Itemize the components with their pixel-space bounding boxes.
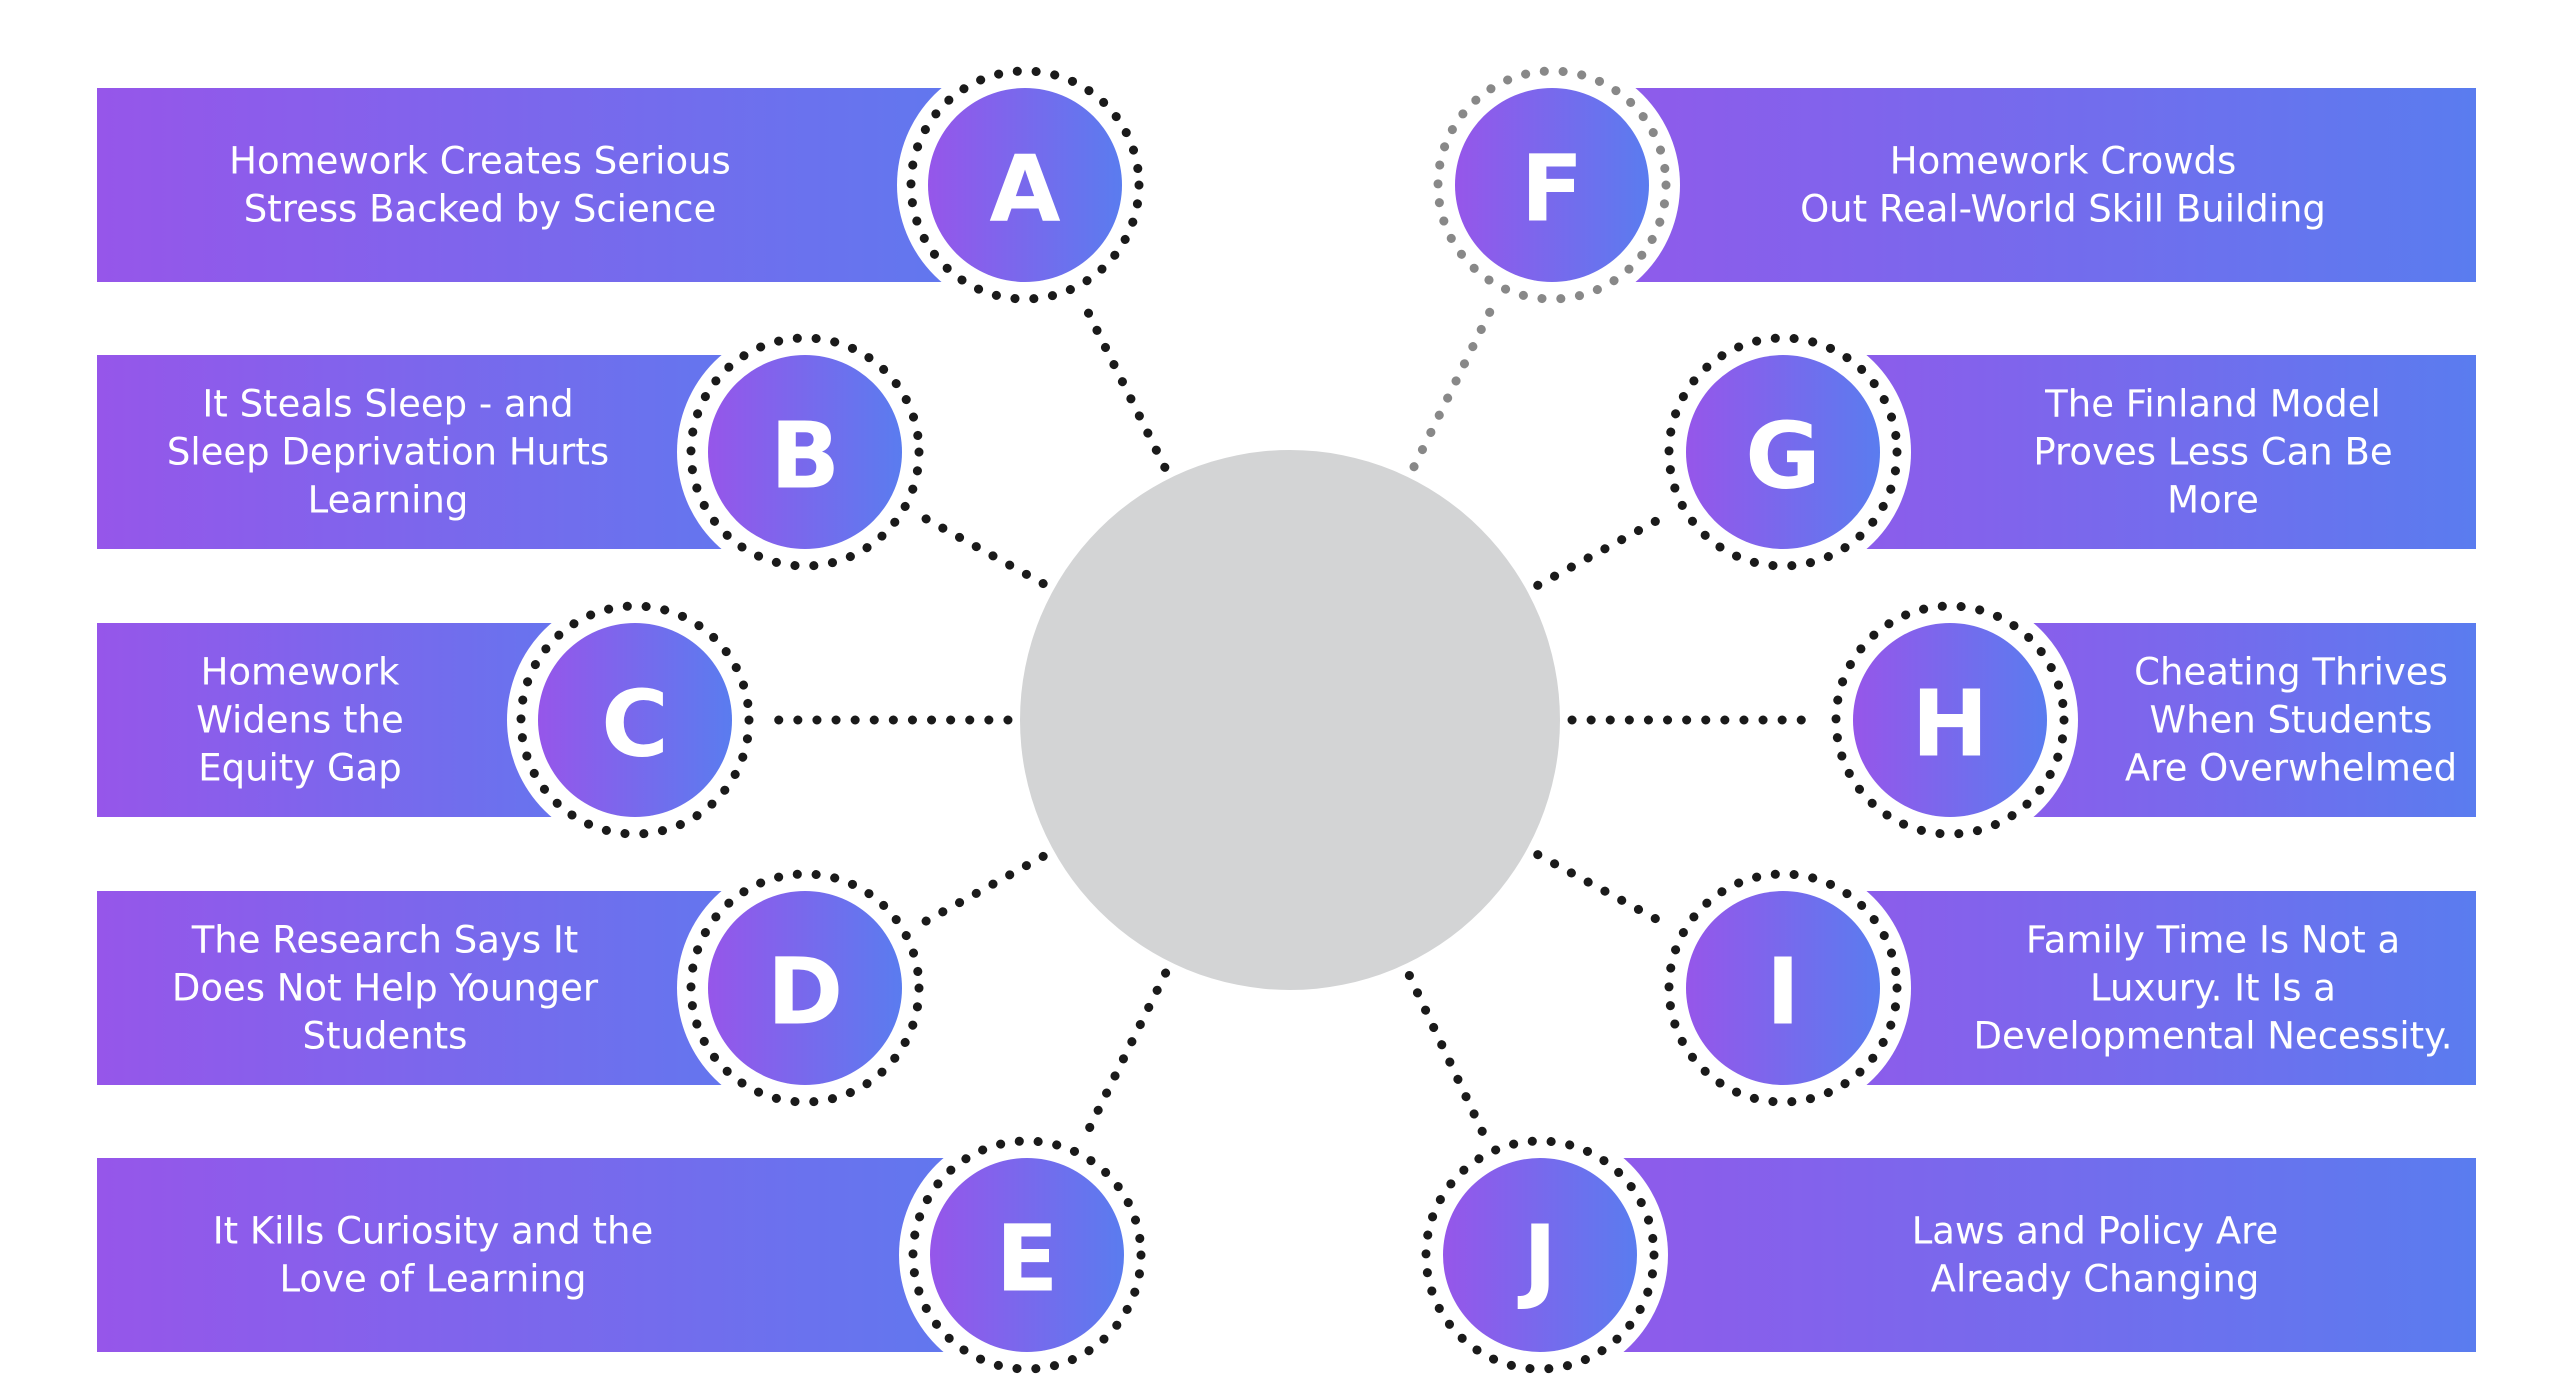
node-letter-f: F <box>1521 136 1584 243</box>
bar-text-c-line-3: Equity Gap <box>198 747 402 790</box>
node-circle-f <box>1455 88 1649 282</box>
center-hub <box>1020 450 1560 990</box>
node-dotted-ring-f <box>1433 66 1671 304</box>
node-circle-b <box>708 355 902 549</box>
node-f: F <box>1424 57 1680 313</box>
bar-text-g-line-3: More <box>2167 479 2259 522</box>
node-h: H <box>1822 592 2078 848</box>
bar-text-c-line-2: Widens the <box>196 699 404 742</box>
node-c: C <box>507 592 763 848</box>
node-dotted-ring-a <box>906 66 1144 304</box>
node-letter-c: C <box>601 671 669 778</box>
node-i: I <box>1655 860 1911 1116</box>
node-circle-g <box>1686 355 1880 549</box>
node-circle-c <box>538 623 732 817</box>
bar-text-e-line-2: Love of Learning <box>279 1258 586 1301</box>
node-letter-a: A <box>989 136 1060 243</box>
node-d: D <box>677 860 933 1116</box>
bar-text-h-line-2: When Students <box>2150 699 2433 742</box>
node-circle-h <box>1853 623 2047 817</box>
node-circle-j <box>1443 1158 1637 1352</box>
node-b: B <box>677 324 933 580</box>
bar-text-d-line-3: Students <box>303 1015 468 1058</box>
bar-text-g-line-1: The Finland Model <box>2044 383 2381 426</box>
node-letter-e: E <box>996 1206 1059 1313</box>
node-dotted-ring-h <box>1831 601 2069 839</box>
node-e: E <box>899 1127 1155 1383</box>
bar-text-d-line-1: The Research Says It <box>191 919 579 962</box>
node-letter-b: B <box>770 403 840 510</box>
node-g: G <box>1655 324 1911 580</box>
node-letter-h: H <box>1912 671 1989 778</box>
bar-text-h-line-3: Are Overwhelmed <box>2125 747 2457 790</box>
node-dotted-ring-i <box>1664 869 1902 1107</box>
node-j: J <box>1412 1127 1668 1383</box>
node-letter-g: G <box>1745 403 1821 510</box>
node-layer: A B C D E F G H I J <box>507 57 2078 1383</box>
node-a: A <box>897 57 1153 313</box>
bar-text-h-line-1: Cheating Thrives <box>2134 651 2448 694</box>
node-dotted-ring-c <box>516 601 754 839</box>
node-circle-e <box>930 1158 1124 1352</box>
connector-g <box>1533 509 1674 590</box>
node-dotted-ring-j <box>1421 1136 1659 1374</box>
node-letter-i: I <box>1766 939 1800 1046</box>
bar-text-g-line-2: Proves Less Can Be <box>2033 431 2392 474</box>
node-letter-d: D <box>767 939 843 1046</box>
bar-text-f-line-2: Out Real-World Skill Building <box>1800 188 2326 231</box>
bar-text-d-line-2: Does Not Help Younger <box>172 967 599 1010</box>
node-dotted-ring-b <box>686 333 924 571</box>
bar-text-i-line-2: Luxury. It Is a <box>2090 967 2336 1010</box>
bar-text-i-line-3: Developmental Necessity. <box>1973 1015 2452 1058</box>
bar-text-b-line-1: It Steals Sleep - and <box>202 383 573 426</box>
bar-text-c-line-1: Homework <box>201 651 400 694</box>
bar-text-j-line-2: Already Changing <box>1931 1258 2260 1301</box>
node-letter-j: J <box>1517 1206 1557 1313</box>
bar-text-a-line-2: Stress Backed by Science <box>244 188 717 231</box>
connector-d <box>914 851 1048 930</box>
connector-b <box>914 510 1048 589</box>
bar-text-b-line-2: Sleep Deprivation Hurts <box>167 431 609 474</box>
bar-text-a-line-1: Homework Creates Serious <box>229 140 731 183</box>
bar-text-j-line-1: Laws and Policy Are <box>1912 1210 2279 1253</box>
connector-j <box>1404 970 1490 1142</box>
bar-text-b-line-3: Learning <box>308 479 469 522</box>
node-dotted-ring-g <box>1664 333 1902 571</box>
node-dotted-ring-e <box>908 1136 1146 1374</box>
node-circle-d <box>708 891 902 1085</box>
bar-text-e-line-1: It Kills Curiosity and the <box>213 1210 654 1253</box>
node-circle-i <box>1686 891 1880 1085</box>
connector-a <box>1078 296 1170 472</box>
connector-i <box>1533 850 1674 931</box>
node-circle-a <box>928 88 1122 282</box>
bar-text-f-line-1: Homework Crowds <box>1890 140 2236 183</box>
connector-f <box>1409 297 1500 472</box>
bar-text-i-line-1: Family Time Is Not a <box>2026 919 2400 962</box>
node-dotted-ring-d <box>686 869 924 1107</box>
connector-layer <box>760 296 1825 1143</box>
connector-e <box>1079 968 1171 1143</box>
